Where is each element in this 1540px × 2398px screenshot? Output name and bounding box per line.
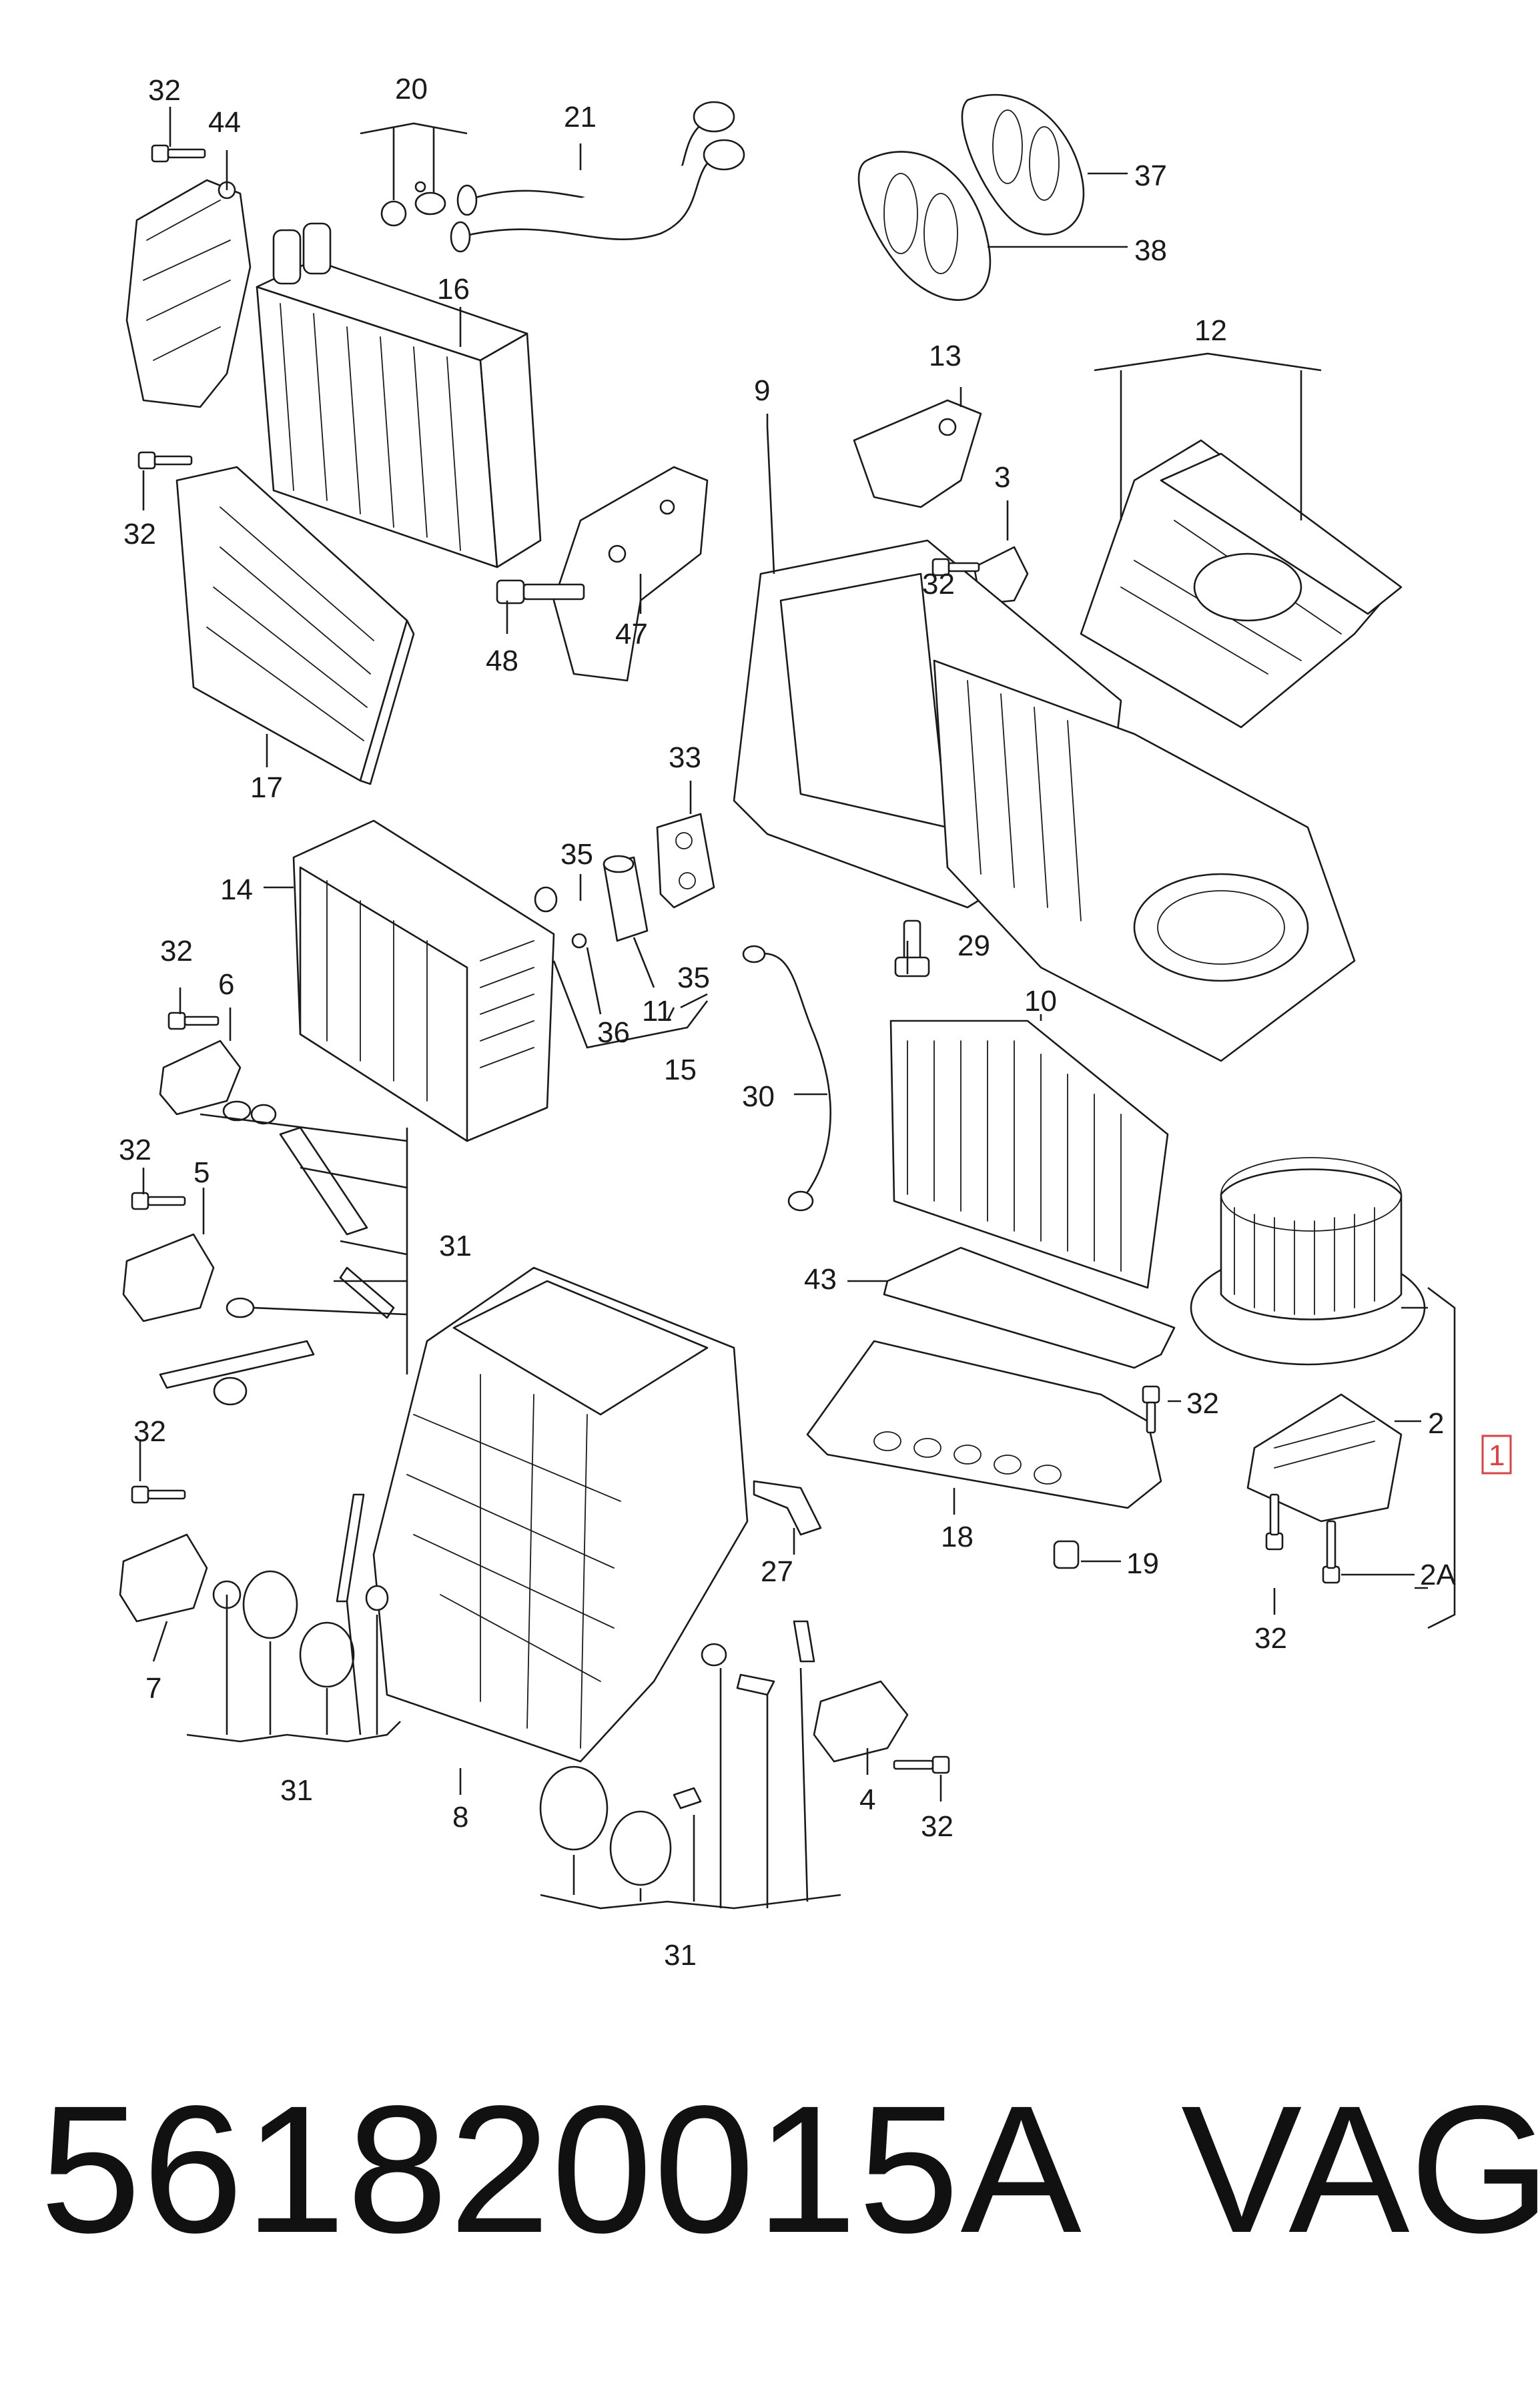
- callout-32-a: 32: [123, 518, 156, 550]
- part-pipes-21: [450, 101, 745, 253]
- callout-8: 8: [452, 1801, 468, 1834]
- part-flap-housing-12: [1080, 439, 1403, 729]
- callout-12: 12: [1194, 314, 1227, 347]
- part-filter-10: [889, 1020, 1169, 1289]
- part-bracket-13: [853, 399, 982, 508]
- callout-33: 33: [669, 741, 701, 774]
- callout-32-d: 32: [119, 1134, 151, 1166]
- callout-18: 18: [941, 1521, 974, 1553]
- brand-label: VAG: [1181, 2068, 1540, 2271]
- callout-20: 20: [395, 73, 428, 105]
- part-levers-31: [159, 1100, 815, 1886]
- part-gasket-37: [961, 93, 1085, 236]
- callout-11: 11: [642, 995, 673, 1028]
- callout-36: 36: [597, 1016, 630, 1049]
- part-insulation-18: [806, 1340, 1162, 1509]
- callout-32-e: 32: [1186, 1387, 1219, 1420]
- part-housing-8: [372, 1266, 749, 1763]
- callout-32-g: 32: [133, 1415, 166, 1448]
- part-hose-30: [742, 945, 831, 1212]
- callout-44: 44: [208, 106, 241, 139]
- callout-4: 4: [859, 1783, 875, 1816]
- callout-2A: 2A: [1420, 1559, 1456, 1591]
- callout-31-b: 31: [280, 1774, 313, 1807]
- callout-10: 10: [1024, 985, 1057, 1018]
- callout-32-c: 32: [160, 935, 193, 967]
- part-oring-36: [571, 933, 587, 949]
- callout-32-h: 32: [921, 1810, 953, 1843]
- part-blower-1: [1190, 1157, 1426, 1366]
- callout-35-a: 35: [560, 838, 593, 871]
- callout-16: 16: [437, 273, 470, 306]
- part-oring-35: [534, 886, 558, 913]
- part-clip-19: [1053, 1540, 1080, 1569]
- part-seal-33: [656, 813, 715, 909]
- callout-5: 5: [194, 1156, 210, 1189]
- part-actuator-6: [159, 1040, 242, 1116]
- part-cover-43: [883, 1246, 1176, 1369]
- part-fitting-29: [894, 919, 930, 977]
- callout-1: 1: [1489, 1439, 1505, 1472]
- part-actuator-7: [119, 1533, 208, 1623]
- callout-31-a: 31: [439, 1230, 472, 1262]
- part-housing-9: [733, 539, 1356, 1062]
- callout-43: 43: [804, 1263, 837, 1296]
- callout-47: 47: [615, 618, 648, 651]
- callout-7: 7: [145, 1672, 161, 1705]
- callout-32-b: 32: [922, 568, 955, 601]
- callout-38: 38: [1134, 234, 1167, 267]
- part-actuator-5: [122, 1233, 215, 1322]
- part-heater-core-16: [256, 222, 542, 568]
- part-expansion-valve-11: [603, 855, 649, 942]
- callout-13: 13: [929, 340, 961, 372]
- bolts-32: [131, 144, 1340, 1774]
- callout-3: 3: [994, 461, 1010, 494]
- part-clamps-20: [380, 181, 446, 227]
- part-bracket-44: [125, 179, 252, 408]
- callout-1-highlight: [1481, 1435, 1512, 1475]
- callout-48: 48: [486, 645, 518, 677]
- part-actuator-4: [813, 1680, 909, 1763]
- part-resistor-2: [1246, 1393, 1403, 1523]
- callout-labels: 32 44 20 21 37 38 16 12 13 3 32 32 47 48…: [119, 73, 1505, 1972]
- callout-21: 21: [564, 101, 597, 133]
- callout-27: 27: [761, 1555, 793, 1588]
- callout-32: 32: [148, 74, 181, 107]
- part-gasket-38: [857, 151, 992, 301]
- part-core-17: [175, 466, 415, 785]
- callout-17: 17: [250, 771, 283, 804]
- part-valve-27: [753, 1480, 822, 1536]
- callout-31-c: 31: [664, 1939, 697, 1972]
- callout-2: 2: [1428, 1407, 1444, 1440]
- callout-32-f: 32: [1254, 1622, 1287, 1655]
- callout-37: 37: [1134, 159, 1167, 192]
- callout-19: 19: [1126, 1547, 1159, 1580]
- part-evaporator-14: [292, 819, 555, 1142]
- callout-30: 30: [742, 1080, 775, 1113]
- callout-35-b: 35: [677, 961, 710, 994]
- callout-6: 6: [218, 968, 234, 1001]
- part-bolt-48: [496, 579, 585, 605]
- callout-9: 9: [754, 374, 770, 407]
- callout-15: 15: [664, 1054, 697, 1086]
- leader-lines: [139, 107, 1456, 1910]
- part-bracket-47: [552, 466, 709, 682]
- callout-14: 14: [220, 873, 253, 906]
- part-number: 561820015A: [40, 2068, 1083, 2271]
- callout-29: 29: [957, 929, 990, 962]
